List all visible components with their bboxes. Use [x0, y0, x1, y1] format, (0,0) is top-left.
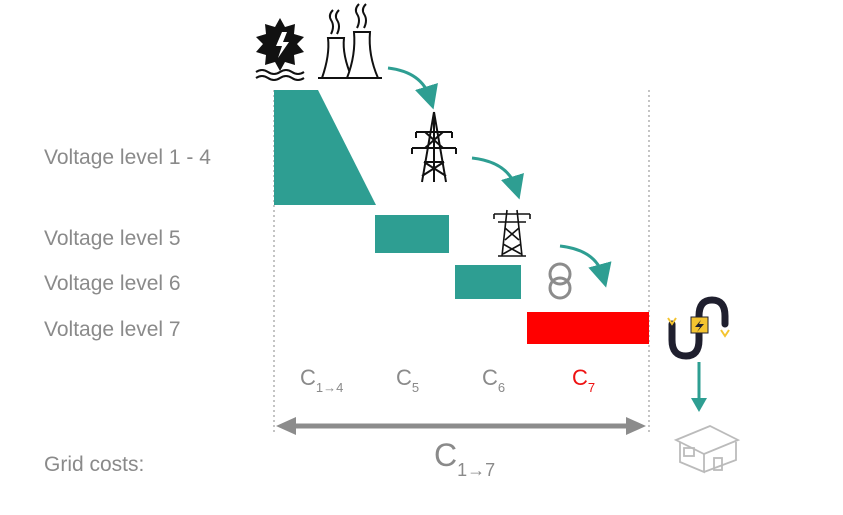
label-voltage-level-6: Voltage level 6 [44, 272, 181, 295]
label-grid-costs: Grid costs: [44, 453, 145, 476]
curved-arrow-2 [471, 156, 524, 200]
house-icon [673, 425, 741, 474]
block-voltage-6 [455, 265, 521, 299]
cost-label-c6: C6 [482, 365, 506, 395]
transformer-icon [548, 262, 572, 300]
block-voltage-5 [375, 215, 449, 253]
cost-label-c7: C7 [572, 365, 596, 395]
cable-icon [667, 296, 730, 360]
cost-label-c1-7: C1→7 [434, 437, 496, 480]
label-voltage-level-1-4: Voltage level 1 - 4 [44, 146, 211, 169]
cooling-tower-icon [318, 3, 382, 79]
cost-label-c1-4: C1→4 [300, 365, 344, 395]
cost-label-c5: C5 [396, 365, 420, 395]
power-plant-gear-icon [255, 18, 305, 81]
block-voltage-7 [527, 312, 649, 344]
transmission-tower-icon [411, 111, 457, 183]
curved-arrow-3 [559, 244, 612, 288]
arrow-to-house [691, 362, 707, 412]
label-voltage-level-7: Voltage level 7 [44, 318, 181, 341]
curved-arrow-1 [387, 66, 438, 110]
grid-cost-double-arrow [276, 417, 646, 435]
label-voltage-level-5: Voltage level 5 [44, 227, 181, 250]
distribution-pylon-icon [493, 209, 531, 257]
block-voltage-1-4 [274, 90, 376, 205]
